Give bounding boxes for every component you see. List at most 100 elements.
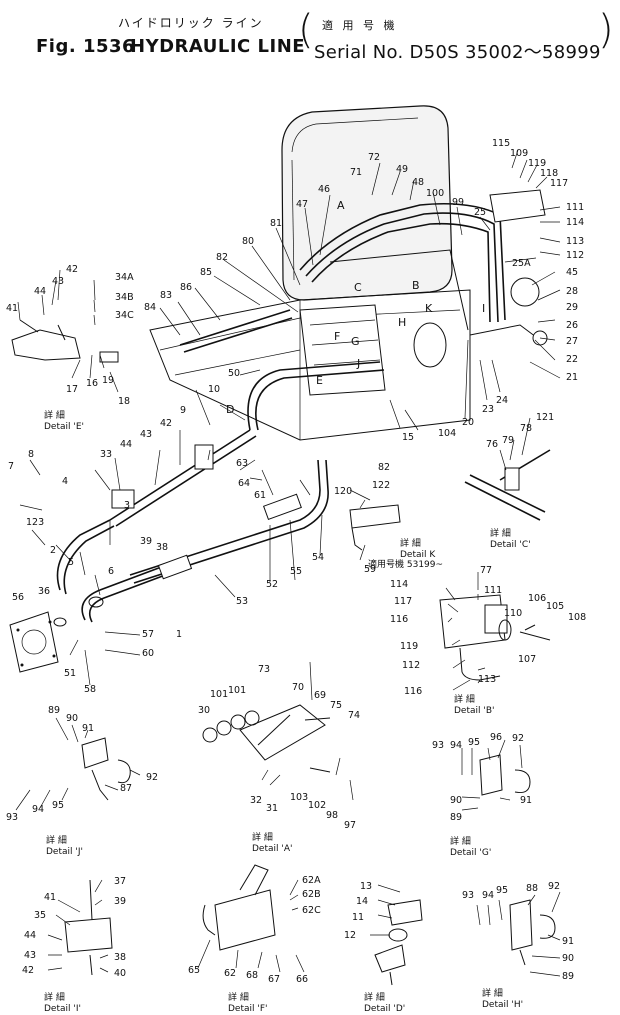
detail_I-label-41: 41 bbox=[44, 892, 56, 903]
hose-clamp-55 bbox=[262, 493, 302, 521]
label-part-123: 123 bbox=[26, 517, 44, 528]
label-part-45: 45 bbox=[566, 267, 578, 278]
detail_D-label-14: 14 bbox=[356, 896, 368, 907]
label-part-82: 82 bbox=[378, 462, 390, 473]
label-part-79: 79 bbox=[502, 435, 514, 446]
pipe-50 bbox=[247, 361, 381, 431]
label-part-4: 4 bbox=[62, 476, 68, 487]
label-part-52: 52 bbox=[266, 579, 278, 590]
detail_F-label-66: 66 bbox=[296, 974, 308, 985]
detail-D-drawing bbox=[370, 884, 423, 986]
label-part-27: 27 bbox=[566, 336, 578, 347]
pipe-bundle-upper bbox=[299, 202, 506, 321]
label-part-115: 115 bbox=[492, 138, 510, 149]
label-part-109: 109 bbox=[510, 148, 528, 159]
label-part-34C: 34C bbox=[115, 310, 134, 321]
detail_A-label-74: 74 bbox=[348, 710, 360, 721]
detail_A-label-75: 75 bbox=[330, 700, 342, 711]
label-part-46: 46 bbox=[318, 184, 330, 195]
marker-F: F bbox=[334, 330, 340, 343]
marker-D: D bbox=[226, 403, 234, 416]
detail_G-label-91: 91 bbox=[520, 795, 532, 806]
detail_J-label-93: 93 bbox=[6, 812, 18, 823]
detail-E-caption-jp: 詳 細 bbox=[44, 409, 65, 421]
detail-C-caption-jp: 詳 細 bbox=[490, 527, 511, 539]
label-part-113: 113 bbox=[566, 236, 584, 247]
detail_I-label-38: 38 bbox=[114, 952, 126, 963]
label-part-104: 104 bbox=[438, 428, 456, 439]
label-part-58: 58 bbox=[84, 684, 96, 695]
detail_G-label-89: 89 bbox=[450, 812, 462, 823]
marker-G: G bbox=[351, 335, 360, 348]
detail_H-label-95: 95 bbox=[496, 885, 508, 896]
label-part-22: 22 bbox=[566, 354, 578, 365]
label-part-55: 55 bbox=[290, 566, 302, 577]
detail-G-drawing bbox=[461, 739, 531, 811]
label-part-10: 10 bbox=[208, 384, 220, 395]
label-part-107: 107 bbox=[518, 654, 536, 665]
detail_I-label-35: 35 bbox=[34, 910, 46, 921]
label-part-119: 119 bbox=[400, 641, 418, 652]
detail-J-drawing bbox=[15, 717, 141, 811]
label-part-8: 8 bbox=[28, 449, 34, 460]
detail_G-label-93: 93 bbox=[432, 740, 444, 751]
label-part-38: 38 bbox=[156, 542, 168, 553]
detail-K-caption-jp: 詳 細 bbox=[400, 537, 421, 549]
label-part-114: 114 bbox=[566, 217, 584, 228]
detail-I-caption-jp: 詳 細 bbox=[44, 991, 65, 1003]
marker-I: I bbox=[482, 302, 485, 315]
label-part-113: 113 bbox=[478, 674, 496, 685]
detail-F-caption-jp: 詳 細 bbox=[228, 991, 249, 1003]
label-part-24: 24 bbox=[496, 395, 508, 406]
detail-G-caption: Detail 'G' bbox=[450, 848, 491, 858]
label-part-110: 110 bbox=[504, 608, 522, 619]
filter-canister bbox=[413, 322, 447, 368]
detail_A-label-70: 70 bbox=[292, 682, 304, 693]
detail_A-label-73: 73 bbox=[258, 664, 270, 675]
pipe-82-upper bbox=[179, 309, 291, 346]
marker-C: C bbox=[354, 281, 362, 294]
detail_H-label-91: 91 bbox=[562, 936, 574, 947]
detail_F-label-62: 62 bbox=[224, 968, 236, 979]
label-part-111: 111 bbox=[484, 585, 502, 596]
label-part-99: 99 bbox=[452, 197, 464, 208]
label-part-41: 41 bbox=[6, 303, 18, 314]
bracket-63 bbox=[194, 444, 214, 470]
detail_A-label-30: 30 bbox=[198, 705, 210, 716]
label-part-34B: 34B bbox=[115, 292, 134, 303]
label-part-2: 2 bbox=[50, 545, 56, 556]
o-ring-2 bbox=[53, 617, 67, 627]
label-part-78: 78 bbox=[520, 423, 532, 434]
label-part-57: 57 bbox=[142, 629, 154, 640]
label-part-114: 114 bbox=[390, 579, 408, 590]
label-part-50: 50 bbox=[228, 368, 240, 379]
label-part-112: 112 bbox=[566, 250, 584, 261]
detail-G-caption-jp: 詳 細 bbox=[450, 835, 471, 847]
detail-J-caption-jp: 詳 細 bbox=[46, 834, 67, 846]
label-part-61: 61 bbox=[254, 490, 266, 501]
lower-assembly bbox=[9, 429, 329, 686]
label-part-84: 84 bbox=[144, 302, 156, 313]
detail_J-label-95: 95 bbox=[52, 800, 64, 811]
detail-K-drawing bbox=[349, 489, 401, 561]
label-part-100: 100 bbox=[426, 188, 444, 199]
detail_H-label-90: 90 bbox=[562, 953, 574, 964]
label-part-118: 118 bbox=[540, 168, 558, 179]
label-part-111: 111 bbox=[566, 202, 584, 213]
detail_A-label-97: 97 bbox=[344, 820, 356, 831]
left-parenthesis: ( bbox=[298, 7, 314, 53]
hydraulic-pump bbox=[9, 611, 59, 673]
bracket-33 bbox=[111, 489, 135, 509]
detail-J-caption: Detail 'J' bbox=[46, 847, 83, 857]
label-part-56: 56 bbox=[12, 592, 24, 603]
marker-K: K bbox=[425, 302, 433, 315]
detail-F-caption: Detail 'F' bbox=[228, 1004, 268, 1014]
detail-I-drawing bbox=[47, 879, 113, 976]
label-part-43: 43 bbox=[140, 429, 152, 440]
label-part-25A: 25A bbox=[512, 258, 531, 269]
detail_G-label-92: 92 bbox=[512, 733, 524, 744]
detail_F-label-62C: 62C bbox=[302, 905, 321, 916]
label-part-82: 82 bbox=[216, 252, 228, 263]
detail-H-caption: Detail 'H' bbox=[482, 1000, 523, 1010]
label-part-54: 54 bbox=[312, 552, 324, 563]
